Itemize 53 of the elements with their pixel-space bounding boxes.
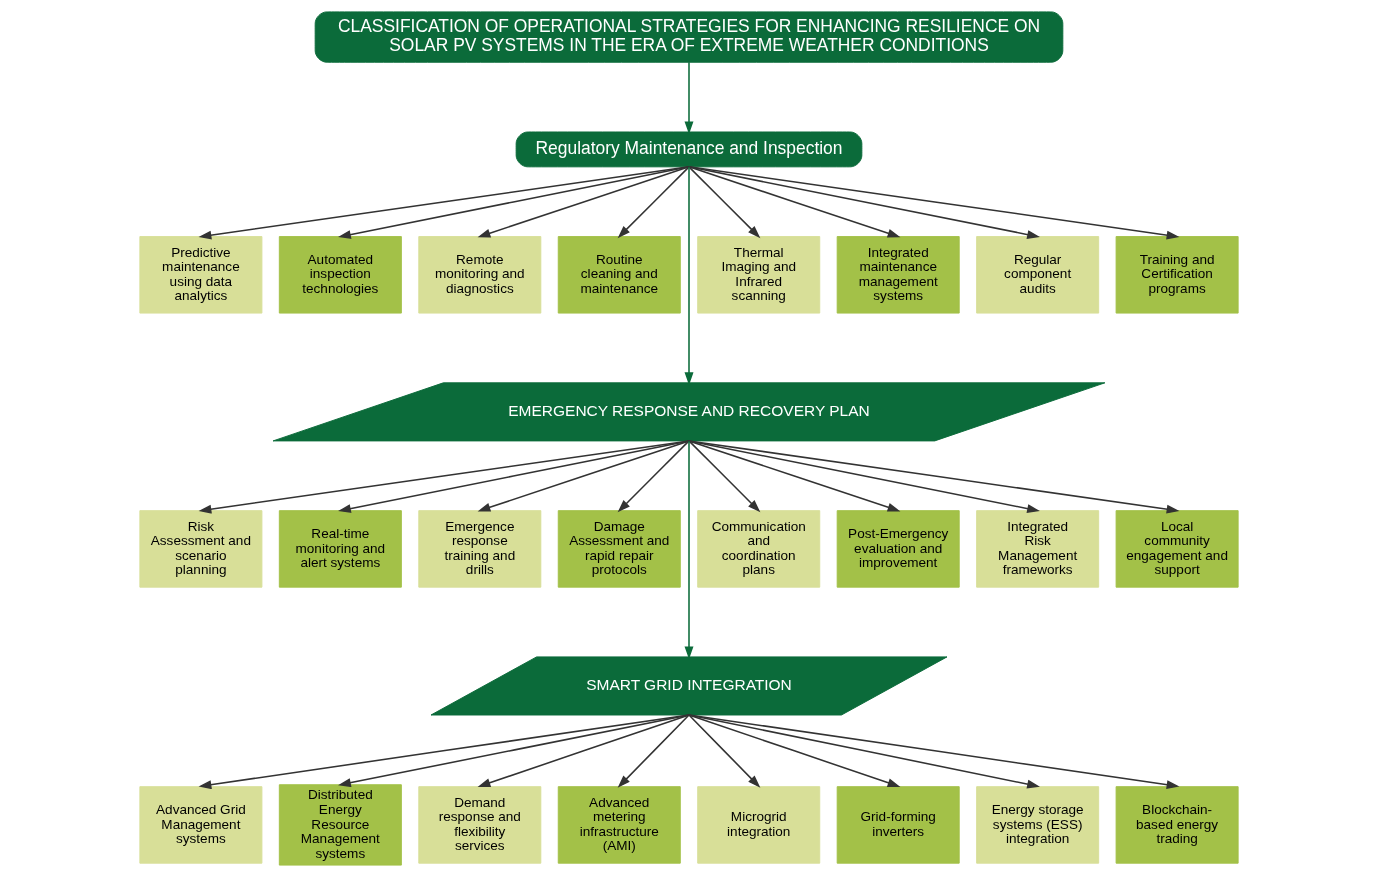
node-box: Communication and coordination plans [697,510,821,588]
arrow [338,166,690,239]
arrow [688,440,901,512]
node-box: Training and Certification programs [1115,236,1239,314]
node-box: Automated inspection technologies [278,236,402,314]
arrow [198,440,690,514]
node-box: Demand response and flexibility services [418,786,542,864]
arrow [688,440,1180,514]
node-box: Routine cleaning and maintenance [557,236,681,314]
arrow [688,166,901,238]
node-box: Integrated maintenance management systems [836,236,960,314]
node-box: Microgrid integration [697,786,821,864]
arrow [477,166,690,238]
arrow [338,714,690,788]
arrow [688,714,1180,790]
arrow [617,440,690,513]
node-box: Real-time monitoring and alert systems [278,510,402,588]
arrow [688,440,1040,513]
node-box: Emergence response training and drills [418,510,542,588]
node-box: Predictive maintenance using data analytics [139,236,263,314]
node-box: Advanced Grid Management systems [139,786,263,864]
arrow [617,166,690,239]
arrow [477,714,690,788]
node-box: Risk Assessment and scenario planning [139,510,263,588]
arrow [688,166,1180,240]
arrow [688,166,761,239]
node-box: Regulatory Maintenance and Inspection [515,131,863,168]
node-box: Grid-forming inverters [836,786,960,864]
arrow [688,714,901,788]
node-box: Blockchain-based energy trading [1115,786,1239,864]
arrow [617,714,690,788]
node-box: Integrated Risk Management frameworks [976,510,1100,588]
node-box: Remote monitoring and diagnostics [418,236,542,314]
node-box: Thermal Imaging and Infrared scanning [697,236,821,314]
node-box: Damage Assessment and rapid repair protocols [557,510,681,588]
arrow [684,166,694,386]
node-box: Advanced metering infrastructure (AMI) [557,786,681,864]
node-box: Post-Emergency evaluation and improvement [836,510,960,588]
arrow [688,166,1040,239]
arrow [198,166,690,240]
arrow [688,714,761,788]
arrow [684,440,694,660]
node-box: Regular component audits [976,236,1100,314]
arrow [688,714,1040,789]
arrow [684,61,694,135]
node-box: Distributed Energy Resource Management systems [278,784,402,866]
arrow [338,440,690,513]
arrow [477,440,690,512]
arrow [198,714,690,790]
node-box: Energy storage systems (ESS) integration [976,786,1100,864]
node-box: Local community engagement and support [1115,510,1239,588]
arrow [688,440,761,513]
node-box: CLASSIFICATION OF OPERATIONAL STRATEGIES FOR ENHANCING RESILIENCE ON SOLAR PV SYSTEMS IN THE ERA OF EXTREME WEATHER CONDITIONS [314,11,1064,63]
